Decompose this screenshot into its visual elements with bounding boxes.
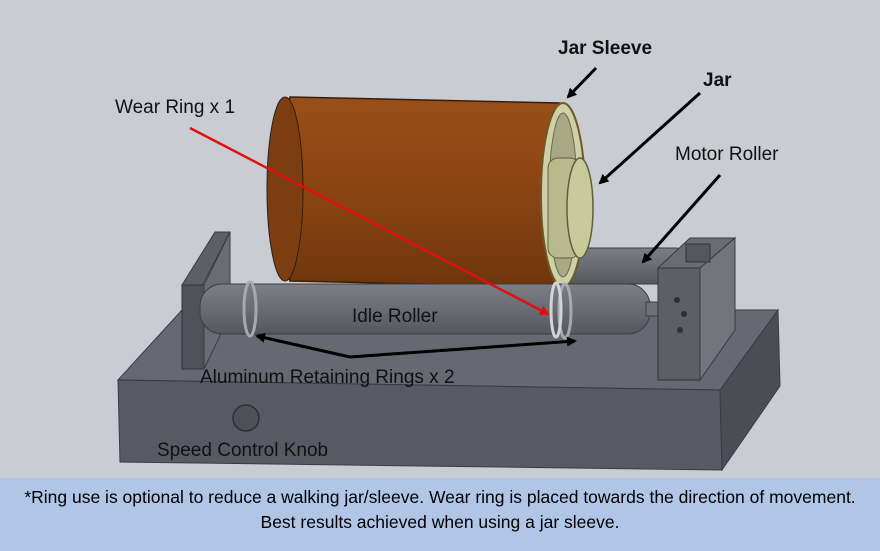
footnote-panel: *Ring use is optional to reduce a walkin… — [0, 478, 880, 551]
speed-knob-label: Speed Control Knob — [157, 440, 329, 461]
jar — [547, 157, 594, 259]
frame-right — [656, 236, 737, 382]
retaining-ring-left-arrow — [255, 332, 351, 359]
footnote-text: *Ring use is optional to reduce a walkin… — [24, 487, 856, 532]
motor-roller-arrow — [641, 174, 722, 264]
idle-roller-label: Idle Roller — [352, 306, 438, 327]
knob-icon — [232, 404, 260, 432]
idle-roller — [199, 280, 663, 340]
jar-sleeve-arrow — [566, 66, 598, 99]
jar-arrow — [598, 91, 702, 185]
wear-ring-label: Wear Ring x 1 — [115, 97, 236, 118]
retaining-rings-label: Aluminum Retaining Rings x 2 — [200, 367, 455, 388]
wear-ring-arrow — [189, 126, 550, 316]
motor-roller-label: Motor Roller — [675, 144, 779, 165]
retaining-ring-right-arrow — [349, 336, 577, 359]
jar-sleeve-label: Jar Sleeve — [558, 38, 653, 59]
jar-label: Jar — [703, 70, 732, 91]
